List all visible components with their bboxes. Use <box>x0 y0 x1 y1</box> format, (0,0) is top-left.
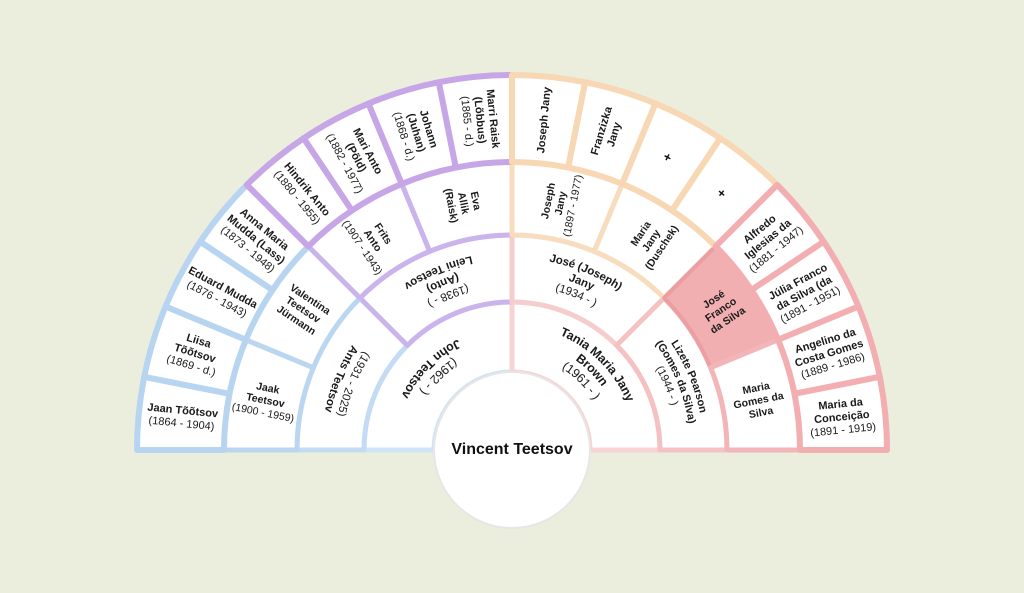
fan-segment[interactable]: Hindrik Anto(1880 - 1955) <box>243 135 355 250</box>
fan-segment-label-line: (1865 - d.) <box>458 96 475 148</box>
fan-segment-label-line: Eva <box>468 191 483 212</box>
segments-layer[interactable]: John Teetsov(1962 - )Tania Maria JanyBro… <box>134 72 890 453</box>
center-person-name: Vincent Teetsov <box>451 441 572 458</box>
fan-segment[interactable]: Marri Raisk(Lõbbus)(1865 - d.) <box>435 72 515 171</box>
center-node-layer[interactable]: Vincent Teetsov <box>433 371 591 529</box>
fan-segment[interactable]: Joseph Jany <box>509 72 589 171</box>
fan-segment-label-line: Maria <box>742 380 771 397</box>
center-person-node[interactable]: Vincent Teetsov <box>433 371 591 529</box>
fan-segment-label-line: Maria da <box>818 396 864 412</box>
fan-segment-label-line: Jany <box>553 190 569 216</box>
fan-segment-label-line: Jaak <box>255 380 280 396</box>
center-circle[interactable] <box>433 371 591 529</box>
fan-segment-label-line: Allik <box>455 191 471 215</box>
fan-segment[interactable]: Lizete Pearson(Gomes da Silva)(1944 - ) <box>614 295 730 453</box>
fan-segment-label-line: Marri Raisk <box>484 89 502 150</box>
fan-segment-shape[interactable] <box>791 373 890 453</box>
fan-segment[interactable]: Mari Anto(Põld)(1882 - 1977) <box>300 100 405 214</box>
fan-segment[interactable]: Johann(Juhan)(1868 - d.) <box>365 79 459 187</box>
fan-segment-label-line: Silva <box>748 405 775 422</box>
fan-segment-label-line: (Lõbbus) <box>471 96 488 144</box>
fan-segment-label-line: Conceição <box>814 409 871 426</box>
